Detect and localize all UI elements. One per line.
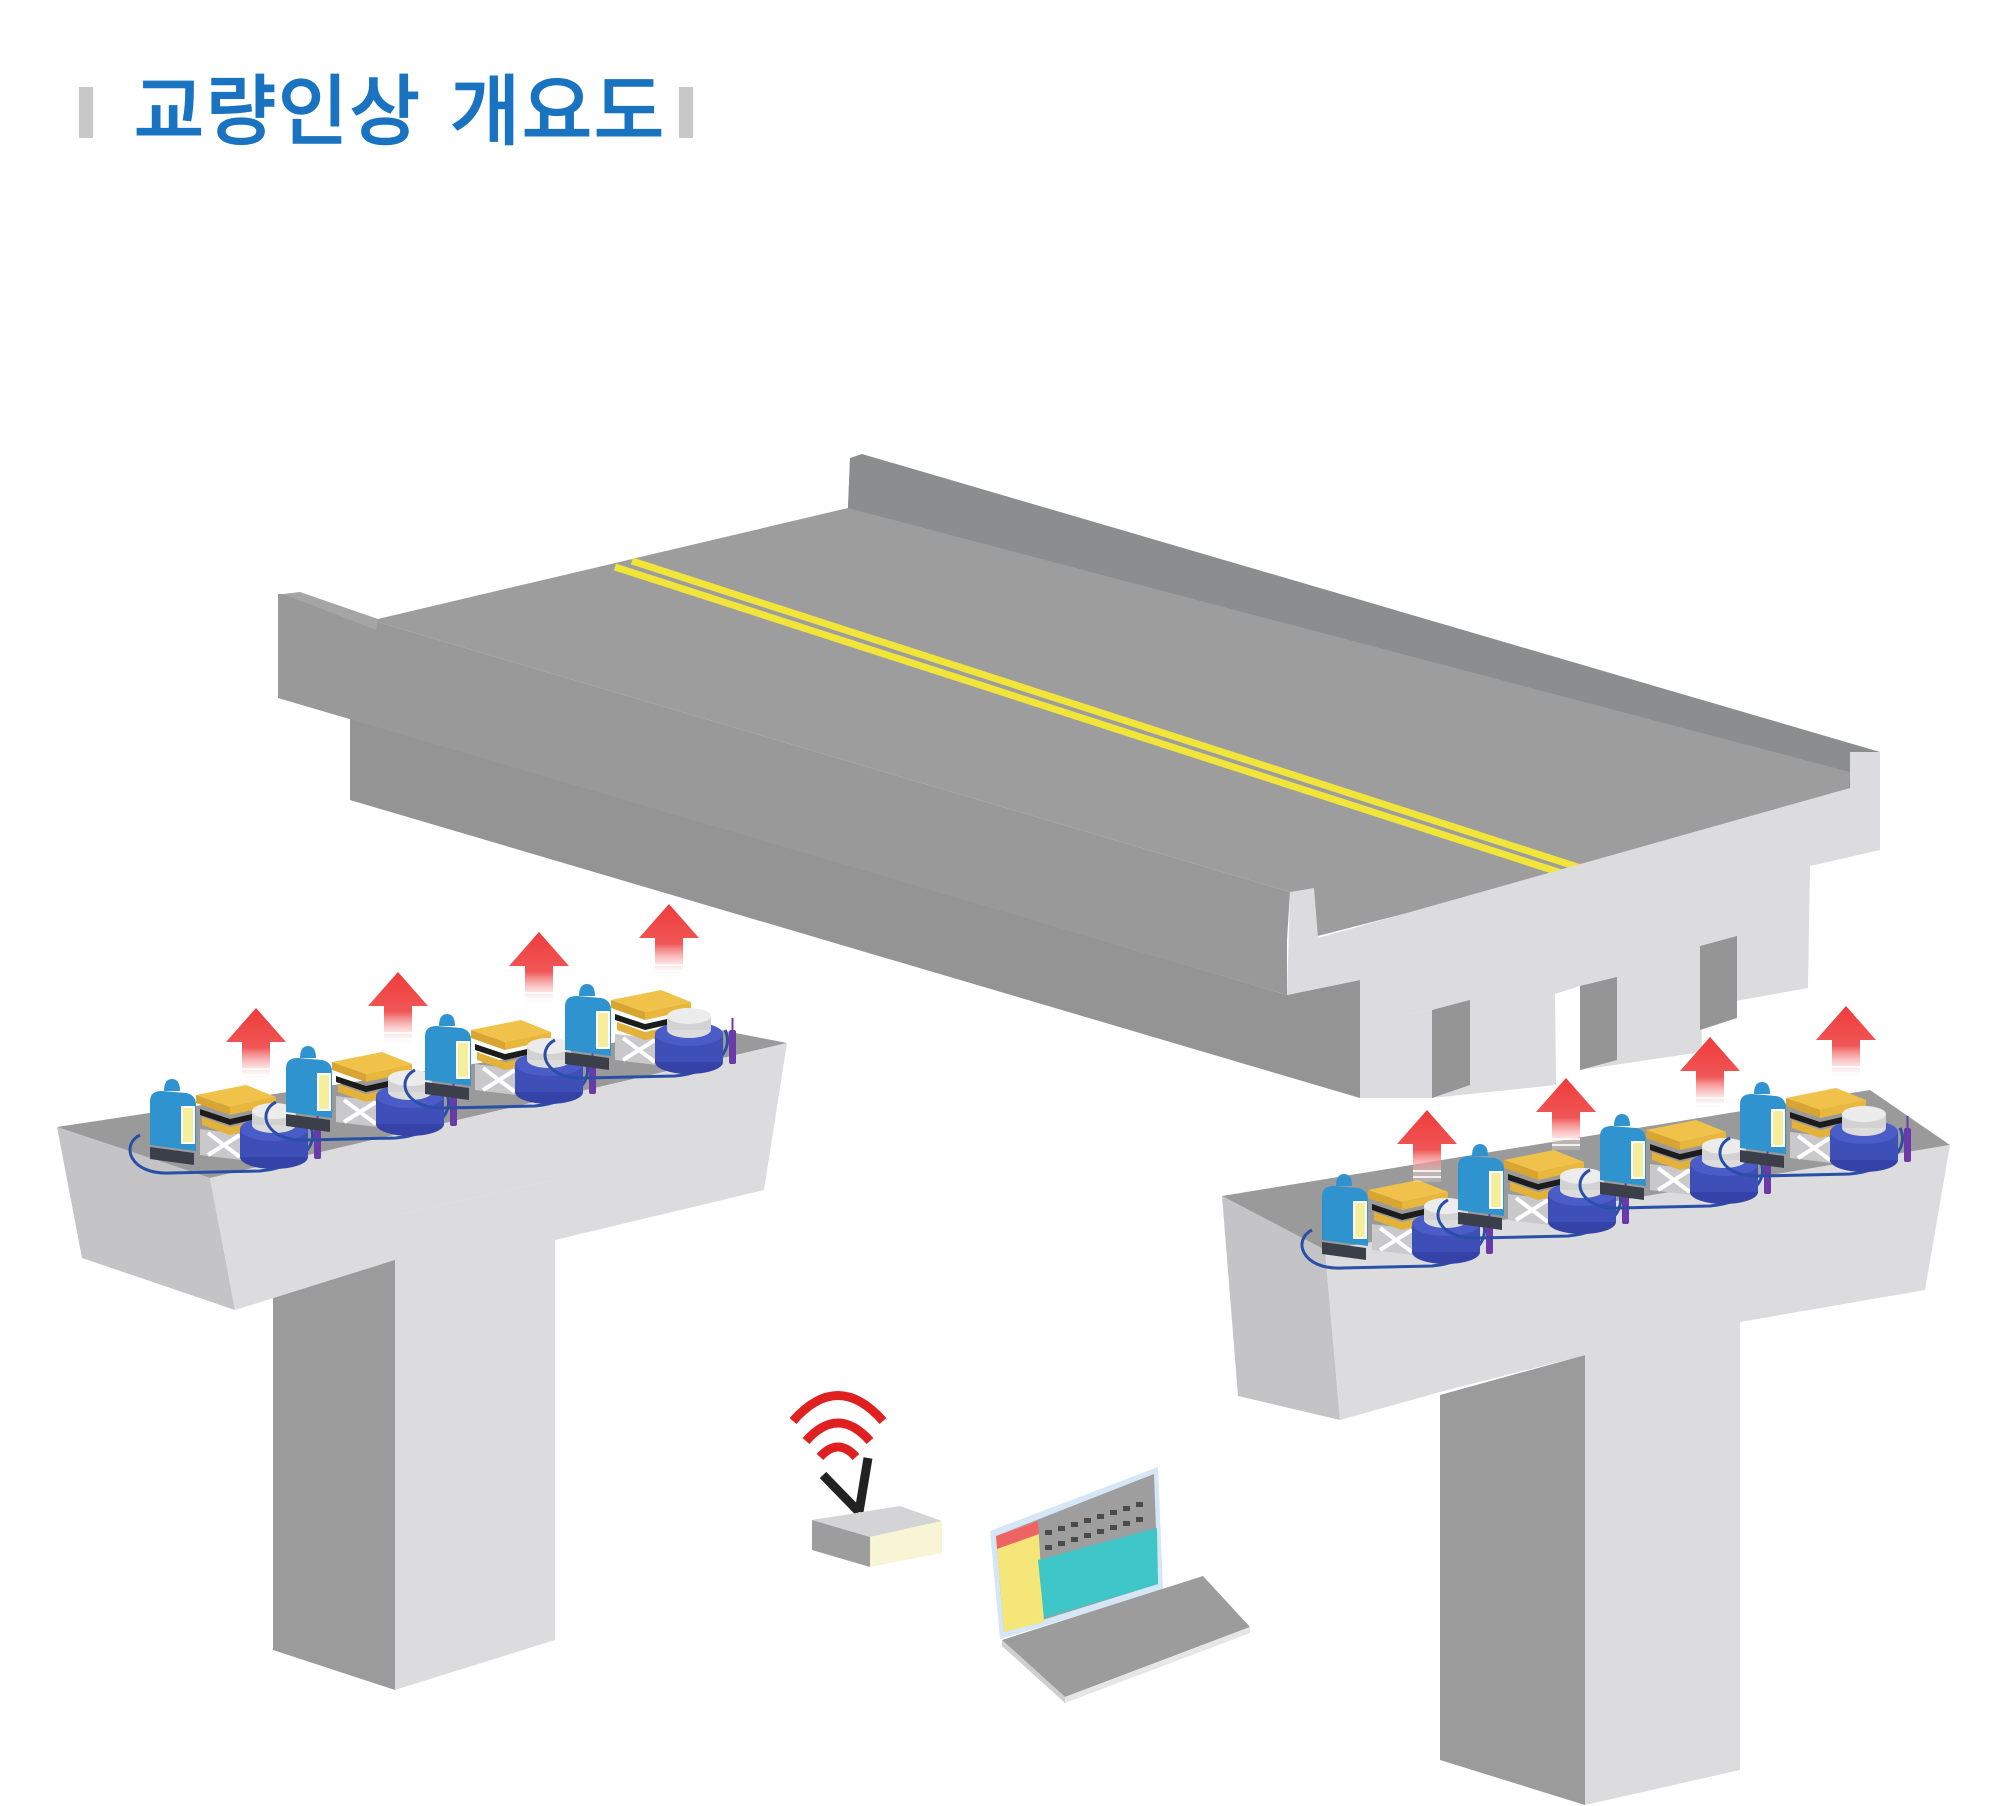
title-area: 교량인상 개요도 bbox=[0, 0, 2000, 200]
title-left-bar bbox=[79, 87, 93, 138]
lift-arrow-icon bbox=[368, 972, 428, 1044]
lift-arrow-icon bbox=[639, 904, 699, 976]
lift-arrow-icon bbox=[509, 932, 569, 1004]
page-title: 교량인상 개요도 bbox=[134, 67, 666, 156]
lift-arrow-icon bbox=[1816, 1006, 1876, 1078]
wireless-router-icon bbox=[789, 1391, 942, 1567]
bridge-deck bbox=[278, 454, 1880, 1098]
laptop-icon bbox=[990, 1467, 1250, 1703]
title-right-bar bbox=[679, 87, 693, 138]
lift-arrow-icon bbox=[226, 1008, 286, 1080]
